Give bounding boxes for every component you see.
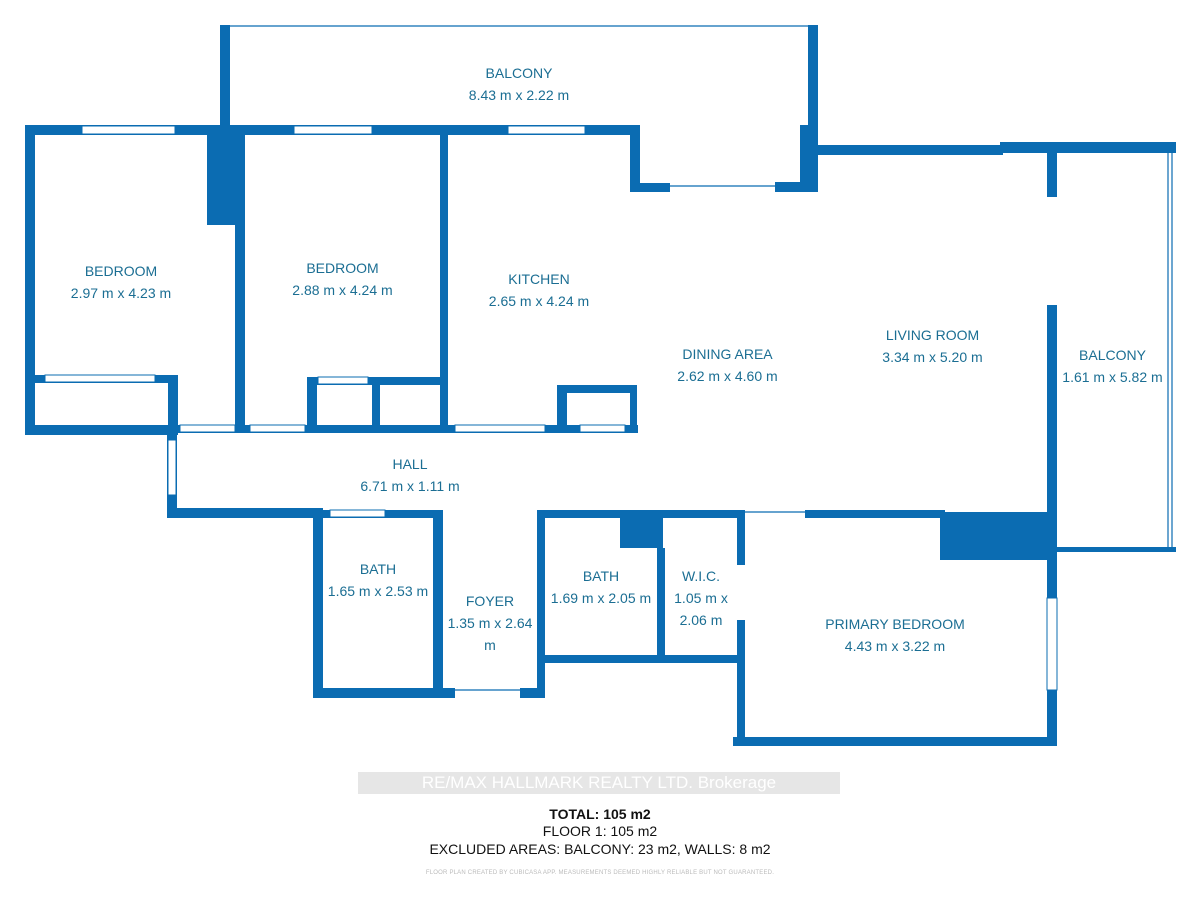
room-bedroom-1: BEDROOM 2.97 m x 4.23 m [37, 260, 205, 304]
room-size: 6.71 m x 1.11 m [360, 478, 460, 494]
room-name: BATH [359, 561, 397, 577]
room-name: BEDROOM [306, 260, 379, 276]
room-size: 1.61 m x 5.82 m [1062, 369, 1163, 385]
room-size: 8.43 m x 2.22 m [468, 87, 570, 103]
window [81, 125, 176, 135]
room-bath-2: BATH 1.69 m x 2.05 m [548, 565, 654, 609]
room-size: 1.35 m x 2.64 m [447, 615, 533, 653]
room-wic: W.I.C. 1.05 m x 2.06 m [667, 565, 735, 631]
room-size: 2.97 m x 4.23 m [70, 285, 172, 301]
window [293, 125, 373, 135]
watermark: RE/MAX HALLMARK REALTY LTD. Brokerage [358, 772, 840, 794]
room-size: 1.05 m x 2.06 m [674, 590, 728, 628]
room-name: W.I.C. [681, 568, 721, 584]
walls [25, 25, 1176, 746]
room-balcony-right: BALCONY 1.61 m x 5.82 m [1060, 344, 1165, 388]
room-name: BALCONY [485, 65, 553, 81]
excluded-areas: EXCLUDED AREAS: BALCONY: 23 m2, WALLS: 8… [429, 841, 771, 857]
room-size: 3.34 m x 5.20 m [882, 349, 983, 365]
room-hall: HALL 6.71 m x 1.11 m [180, 453, 640, 497]
credit-note: FLOOR PLAN CREATED BY CUBICASA APP. MEAS… [425, 870, 775, 876]
room-name: LIVING ROOM [885, 327, 980, 343]
room-kitchen: KITCHEN 2.65 m x 4.24 m [450, 268, 628, 312]
room-dining-area: DINING AREA 2.62 m x 4.60 m [645, 343, 810, 387]
room-primary-bedroom: PRIMARY BEDROOM 4.43 m x 3.22 m [747, 613, 1043, 657]
room-foyer: FOYER 1.35 m x 2.64 m [446, 590, 534, 656]
room-name: BALCONY [1079, 347, 1146, 363]
room-name: FOYER [465, 593, 515, 609]
room-size: 2.65 m x 4.24 m [488, 293, 590, 309]
window [507, 125, 586, 135]
total-area: TOTAL: 105 m2 [549, 806, 651, 822]
room-name: PRIMARY BEDROOM [825, 616, 965, 632]
room-size: 1.69 m x 2.05 m [550, 590, 652, 606]
room-name: DINING AREA [682, 346, 773, 362]
room-balcony-top: BALCONY 8.43 m x 2.22 m [230, 62, 808, 106]
floor-1-area: FLOOR 1: 105 m2 [542, 823, 658, 839]
room-name: HALL [392, 456, 428, 472]
room-name: BATH [582, 568, 620, 584]
room-size: 2.62 m x 4.60 m [677, 368, 778, 384]
room-name: KITCHEN [508, 271, 570, 287]
room-bath-1: BATH 1.65 m x 2.53 m [326, 558, 430, 602]
room-size: 2.88 m x 4.24 m [292, 282, 393, 298]
room-name: BEDROOM [84, 263, 158, 279]
room-size: 1.65 m x 2.53 m [327, 583, 429, 599]
room-living-room: LIVING ROOM 3.34 m x 5.20 m [830, 324, 1035, 368]
room-bedroom-2: BEDROOM 2.88 m x 4.24 m [247, 257, 438, 301]
room-size: 4.43 m x 3.22 m [844, 638, 946, 654]
